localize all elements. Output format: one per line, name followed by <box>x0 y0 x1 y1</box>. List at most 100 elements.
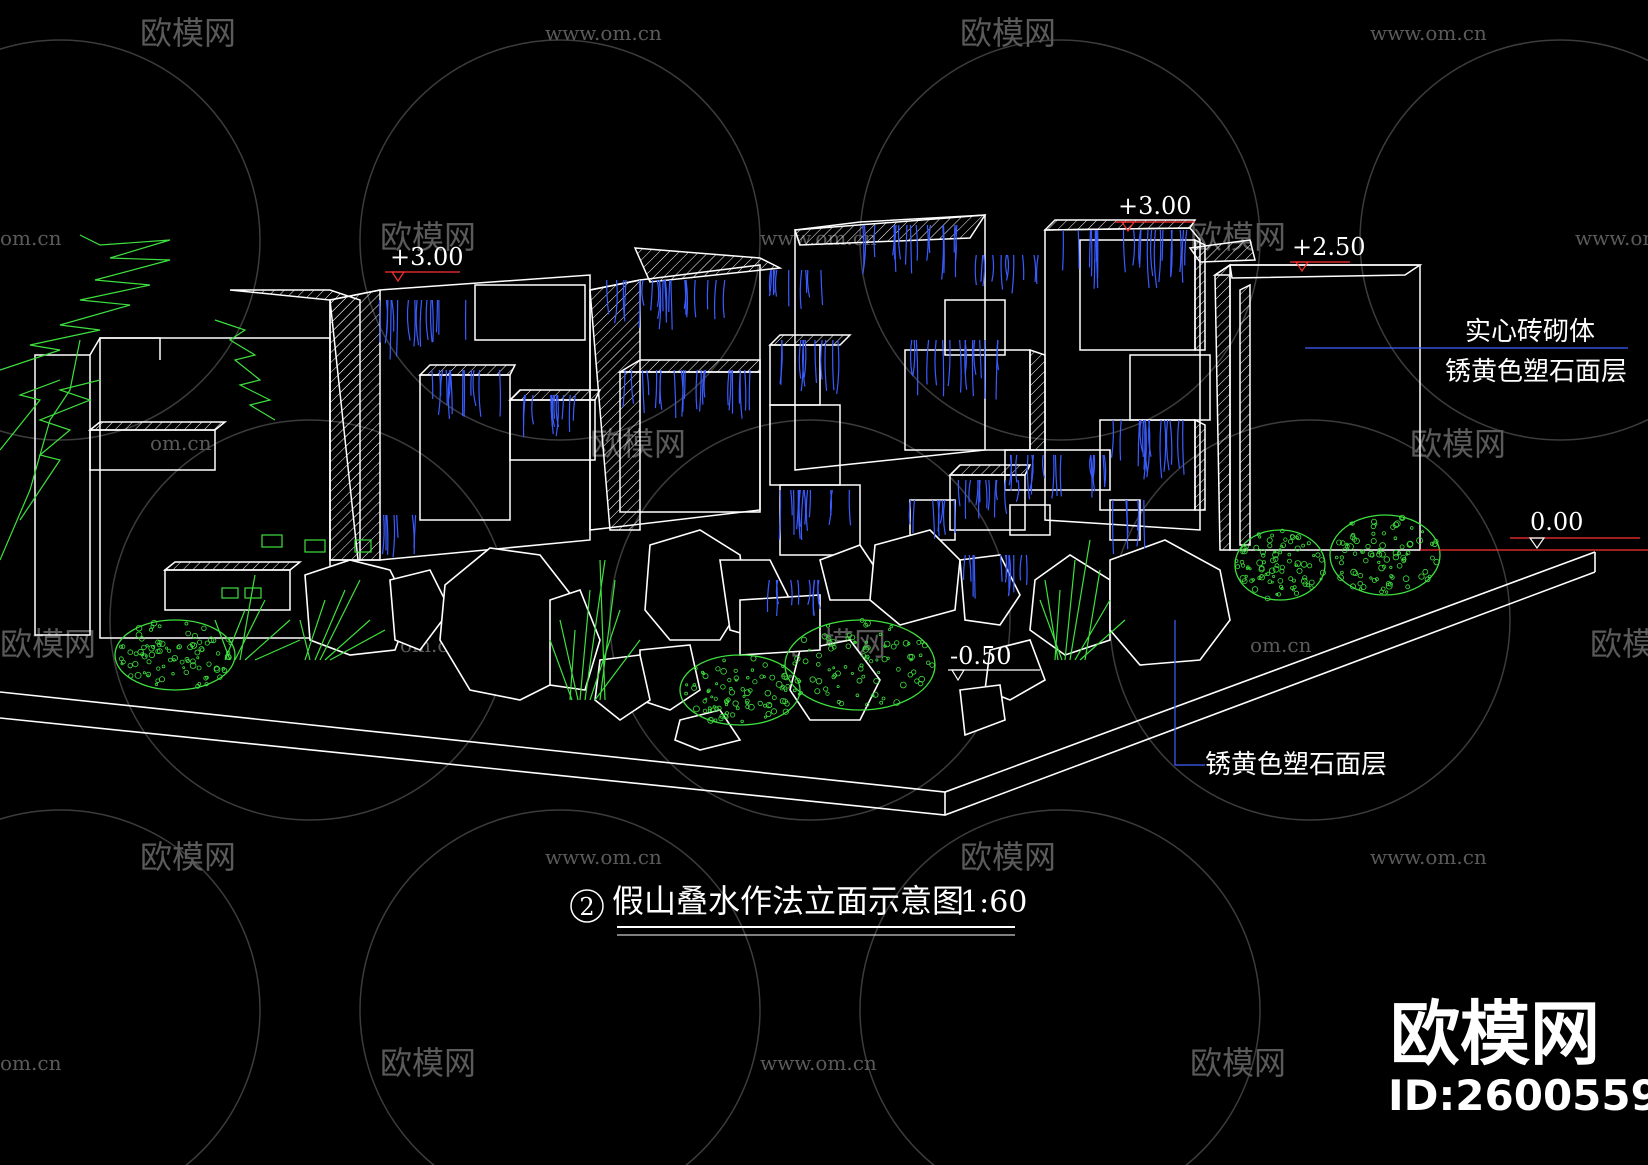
shrub-leaf <box>158 676 165 683</box>
shrub-leaf <box>865 702 870 707</box>
shrub-leaf <box>1301 577 1308 585</box>
shrub-leaf <box>171 654 178 662</box>
shrub-leaf <box>1394 520 1401 527</box>
water-stream <box>894 224 897 260</box>
water-stream <box>798 489 801 527</box>
shrub-leaf <box>832 673 838 678</box>
shrub-leaf <box>908 653 915 661</box>
water-stream <box>820 339 823 380</box>
shrub-leaf <box>1268 567 1276 574</box>
shrub-leaf <box>1240 563 1246 568</box>
shrub-leaf <box>724 703 729 707</box>
shrub-leaf <box>198 646 205 652</box>
shrub-leaf <box>826 640 833 647</box>
water-stream <box>693 279 697 318</box>
shrub-leaf <box>1256 559 1264 567</box>
shrub-leaf <box>743 689 751 697</box>
shrub-leaf <box>150 624 155 629</box>
shrub-leaf <box>154 682 158 687</box>
shrub-leaf <box>1294 590 1300 596</box>
water-stream <box>848 489 852 526</box>
shrub-leaf <box>859 618 865 623</box>
water-stream <box>522 394 526 438</box>
water-stream <box>1137 419 1141 467</box>
shrub-leaf <box>1379 542 1386 549</box>
water-stream <box>954 224 958 278</box>
shrub-leaf <box>1405 584 1411 590</box>
shrub-leaf <box>197 639 203 645</box>
shrub-leaf <box>1430 555 1435 561</box>
water-stream <box>664 279 667 323</box>
water-stream <box>775 579 778 617</box>
shrub-leaf <box>799 690 803 695</box>
shrub-leaf <box>926 660 931 665</box>
water-stream <box>1146 229 1150 288</box>
shrub-leaf <box>204 640 210 646</box>
water-stream <box>1025 554 1028 585</box>
shrub-leaf <box>742 694 746 698</box>
shrub-leaf <box>1339 540 1346 546</box>
shrub-leaf <box>1389 565 1393 570</box>
shrub-leaf <box>190 642 198 649</box>
shrub-leaf <box>1240 549 1245 555</box>
shrub-leaf <box>171 672 175 676</box>
shrub-leaf <box>191 633 198 640</box>
water-stream <box>664 279 668 317</box>
water-stream <box>392 514 396 558</box>
watermark-text-layer: 欧模网 www.om.cn 欧模网 www.om.cn om.cn 欧模网 ww… <box>0 14 1648 1082</box>
shrub-leaf <box>864 620 871 627</box>
shrub-leaf <box>764 690 771 697</box>
shrub-leaf <box>1288 539 1294 545</box>
water-stream <box>1143 499 1146 549</box>
shrub-leaf <box>1433 558 1440 566</box>
water-stream <box>1019 554 1023 581</box>
shrub-leaf <box>838 700 845 707</box>
shrub-leaf <box>1241 545 1248 552</box>
shrub-leaf <box>1272 565 1280 573</box>
shrub-leaf <box>1352 570 1359 576</box>
shrub-leaf <box>684 691 688 696</box>
shrub-outline <box>679 654 801 726</box>
water-stream <box>978 479 981 519</box>
shrub-leaf <box>914 678 920 684</box>
water-stream <box>968 554 972 582</box>
water-stream <box>1088 229 1092 268</box>
shrub-leaf <box>823 686 829 692</box>
shrub-leaf <box>1251 586 1259 593</box>
water-stream <box>1182 419 1185 475</box>
water-stream <box>447 369 451 419</box>
water-stream <box>937 499 941 537</box>
shrub-leaf <box>1239 575 1247 582</box>
shrub-leaf <box>196 656 200 660</box>
shrub-leaf <box>750 655 757 662</box>
water-stream <box>1089 454 1094 479</box>
shrub-leaf <box>1405 552 1409 556</box>
shrub-leaf <box>1409 526 1414 530</box>
shrub-leaf <box>1276 592 1281 597</box>
elevation-label: +2.50 <box>1292 233 1366 261</box>
shrub-leaf <box>1267 543 1273 549</box>
shrub-leaf <box>693 705 700 713</box>
shrub-leaf <box>920 640 924 644</box>
shrub-leaf <box>918 653 923 658</box>
shrub-leaf <box>779 697 787 705</box>
shrub-leaf <box>1340 570 1344 575</box>
shrub-leaf <box>1264 572 1268 576</box>
shrub-leaf <box>692 683 697 687</box>
water-stream <box>670 279 673 330</box>
shrub-leaf <box>141 644 147 651</box>
shrub-leaf <box>1267 579 1273 584</box>
shrub-leaf <box>1392 553 1400 561</box>
water-stream <box>641 279 645 306</box>
water-stream <box>829 489 833 516</box>
shrub-leaf <box>890 643 897 650</box>
shrub-leaf <box>1365 543 1371 550</box>
water-stream <box>659 369 663 410</box>
shrub-leaf <box>141 653 148 660</box>
water-stream <box>959 339 962 393</box>
water-stream <box>1122 229 1126 273</box>
watermark-badge-id: ID:2600559 <box>1388 1071 1648 1120</box>
shrub-leaf <box>827 668 831 672</box>
shrub-leaf <box>800 636 808 644</box>
shrub-leaf <box>693 666 698 671</box>
